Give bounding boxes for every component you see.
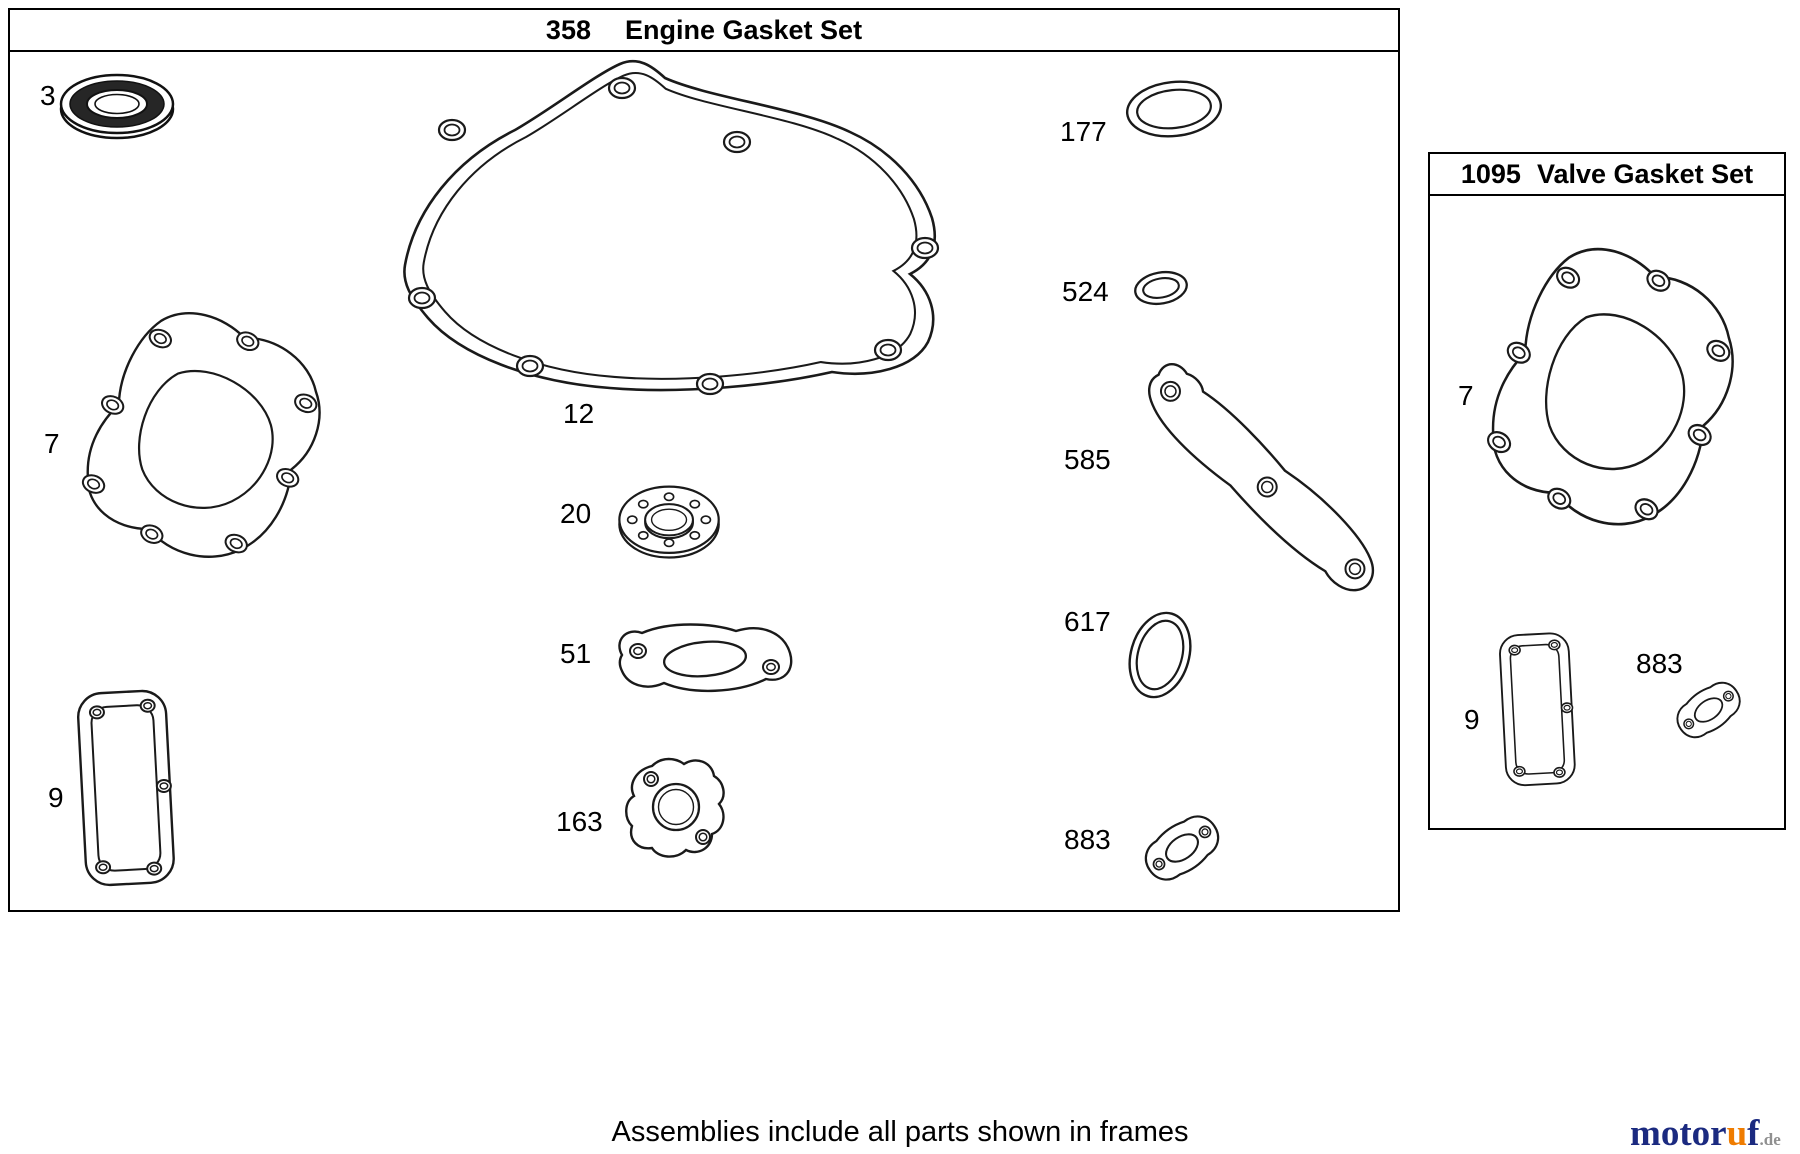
valve-exhaust-gasket-drawing <box>1668 666 1750 754</box>
valve-set-number: 1095 <box>1460 159 1521 189</box>
o-ring-524-drawing <box>1131 267 1191 309</box>
valve-cover-gasket-drawing-2 <box>1492 608 1582 813</box>
crankcase-gasket-drawing <box>380 50 965 405</box>
part-ref-585: 585 <box>1064 444 1111 475</box>
valve-part-ref-7: 7 <box>1458 380 1474 411</box>
valve-gasket-set-frame: 1095 Valve Gasket Set 7 <box>1428 152 1786 830</box>
engine-set-number: 358 <box>545 15 591 45</box>
exhaust-gasket-drawing <box>1135 798 1230 898</box>
oil-seal-drawing <box>55 68 180 143</box>
assembly-note: Assemblies include all parts shown in fr… <box>611 1116 1189 1148</box>
brand-logo: motoruf.de <box>1630 1112 1781 1154</box>
part-ref-3: 3 <box>40 80 56 111</box>
brand-name-prefix: motor <box>1630 1113 1727 1154</box>
valve-part-ref-9: 9 <box>1464 704 1480 735</box>
part-ref-12: 12 <box>563 398 595 429</box>
head-gasket-drawing <box>48 268 348 638</box>
part-ref-7: 7 <box>44 428 60 459</box>
valve-cover-gasket-drawing <box>68 682 183 897</box>
part-ref-9: 9 <box>48 782 64 813</box>
valve-set-title: Valve Gasket Set <box>1536 159 1754 189</box>
o-ring-177-drawing <box>1122 76 1227 142</box>
brand-name-accent: u <box>1726 1113 1748 1154</box>
engine-gasket-set-frame: 358 Engine Gasket Set 3 12 <box>8 8 1400 912</box>
part-ref-883: 883 <box>1064 824 1111 855</box>
engine-set-title: Engine Gasket Set <box>624 15 863 45</box>
part-ref-524: 524 <box>1062 276 1109 307</box>
part-ref-617: 617 <box>1064 606 1111 637</box>
brand-name-suffix: f <box>1747 1113 1760 1154</box>
part-ref-51: 51 <box>560 638 592 669</box>
valve-head-gasket-drawing <box>1452 198 1762 616</box>
breather-gasket-drawing <box>1128 358 1393 608</box>
bearing-flange-gasket-drawing <box>612 478 727 568</box>
part-ref-177: 177 <box>1060 116 1107 147</box>
carburetor-gasket-drawing <box>622 748 732 868</box>
part-ref-163: 163 <box>556 806 603 837</box>
o-ring-617-drawing <box>1118 604 1203 706</box>
part-ref-20: 20 <box>560 498 592 529</box>
intake-gasket-drawing <box>608 615 803 710</box>
valve-part-ref-883: 883 <box>1636 648 1683 679</box>
brand-tld: .de <box>1759 1130 1781 1149</box>
valve-set-title-bar: 1095 Valve Gasket Set <box>1430 154 1784 196</box>
engine-set-title-bar: 358 Engine Gasket Set <box>10 10 1398 52</box>
